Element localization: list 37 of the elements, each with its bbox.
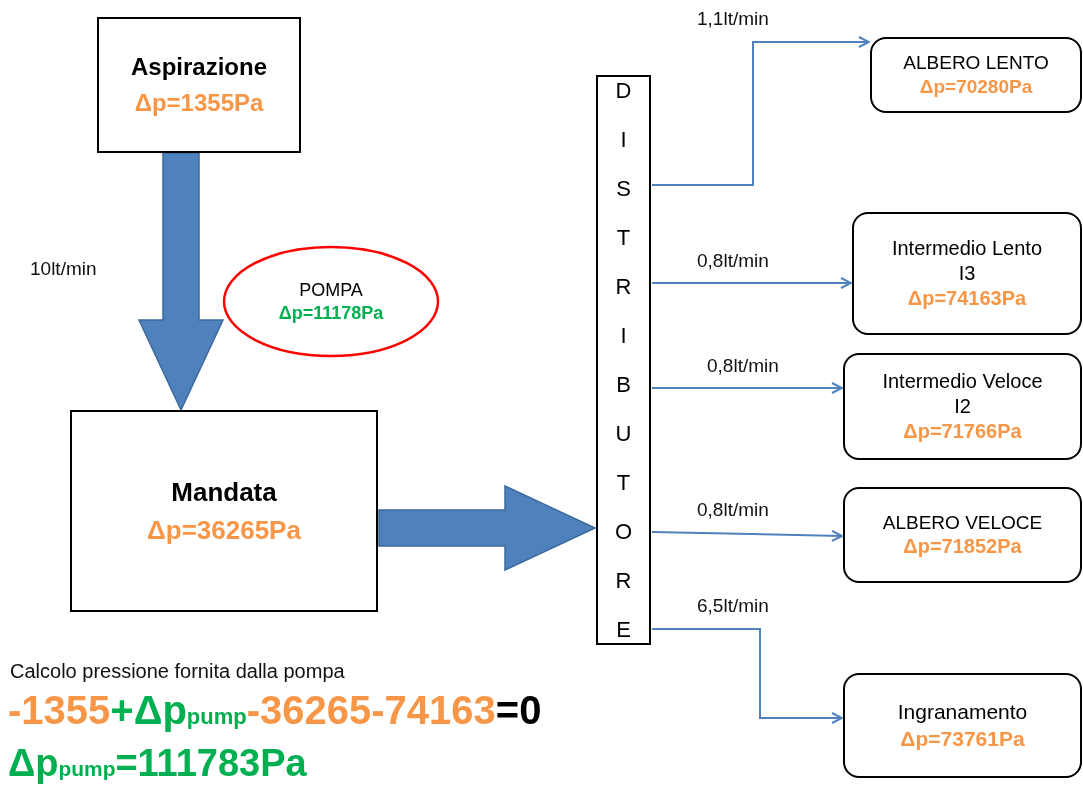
equation-term: -1355 <box>8 688 111 733</box>
pressure-drop-value: Δp=74163Pa <box>907 286 1027 311</box>
node-title: ALBERO LENTO <box>903 51 1049 75</box>
pressure-drop-value: Δp=70280Pa <box>919 75 1033 99</box>
process-box <box>97 17 301 153</box>
node-title: Intermedio Veloce I2 <box>881 369 1044 419</box>
outlet-box <box>852 212 1082 335</box>
pump-ellipse <box>222 245 440 358</box>
equation-term: -36265-74163 <box>246 688 496 733</box>
distributor-box <box>596 75 651 645</box>
node-title: Ingranamento <box>897 699 1028 726</box>
process-box <box>70 410 378 612</box>
pressure-drop-value: Δp=73761Pa <box>900 725 1025 752</box>
arrow <box>651 36 870 186</box>
pressure-drop-value: Δp=71766Pa <box>903 419 1022 444</box>
node-title: ALBERO VELOCE <box>882 510 1043 535</box>
node-title: Aspirazione <box>131 52 267 82</box>
node-title: POMPA <box>299 279 363 302</box>
pressure-drop-value: Δp=1355Pa <box>134 88 264 118</box>
node-title: Mandata <box>171 475 277 508</box>
block-arrow <box>378 484 597 572</box>
outlet-box <box>843 487 1082 583</box>
vertical-label: DISTRIBUTORE <box>614 77 633 644</box>
arrow <box>651 529 843 542</box>
outlet-box <box>870 37 1082 113</box>
pressure-drop-value: Δp=11178Pa <box>278 301 384 324</box>
pressure-drop-value: Δp=36265Pa <box>147 514 301 547</box>
outlet-box <box>843 673 1082 778</box>
arrow <box>651 382 843 394</box>
outlet-box <box>843 353 1082 460</box>
node-title: Intermedio Lento I3 <box>890 236 1044 286</box>
block-arrow <box>137 152 225 412</box>
caption-text: Calcolo pressione fornita dalla pompa <box>10 660 345 683</box>
equation-term: =0 <box>495 688 542 733</box>
pressure-drop-value: Δp=71852Pa <box>903 534 1022 560</box>
arrow <box>651 628 843 724</box>
arrow <box>651 277 852 289</box>
